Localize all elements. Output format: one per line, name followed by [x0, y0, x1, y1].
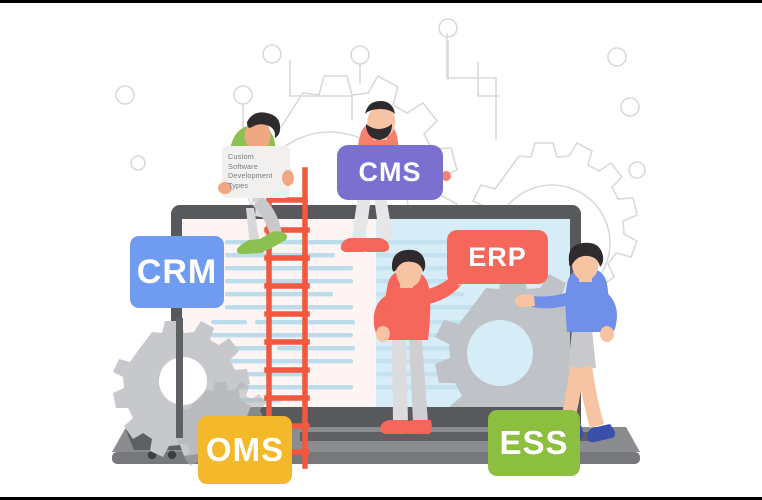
- tag-erp[interactable]: ERP: [447, 230, 548, 284]
- character-green-shirt: [218, 112, 294, 254]
- note-line-3: Development: [228, 171, 273, 180]
- node-link-lines: [242, 33, 500, 145]
- shoe-right: [586, 424, 616, 443]
- note-line-2: Software: [228, 161, 258, 171]
- paper-note: [222, 146, 290, 198]
- note-line-4: Types: [228, 180, 249, 190]
- tag-crm[interactable]: CRM: [130, 236, 224, 308]
- shoe-left: [380, 420, 410, 434]
- shoe-right: [362, 238, 390, 252]
- hand-right: [600, 326, 614, 342]
- tag-cms[interactable]: CMS: [337, 145, 443, 200]
- shoe-front: [260, 231, 288, 251]
- tag-ess[interactable]: ESS: [488, 410, 580, 476]
- shoe-back: [236, 239, 266, 254]
- hand-down: [376, 326, 390, 342]
- shoe-right: [403, 420, 433, 434]
- paper-note-text: Custom Software Development Types: [228, 152, 292, 190]
- hand-left: [218, 182, 232, 194]
- frame-bar-bottom: [0, 497, 762, 500]
- base-dot-right: [167, 450, 177, 460]
- node-circles: [115, 18, 646, 179]
- accent-dot: [441, 171, 451, 181]
- stand-pole: [176, 318, 183, 438]
- note-line-1: Custom: [228, 152, 254, 161]
- character-red-sweater: [373, 249, 474, 434]
- base-dot-left: [147, 450, 157, 460]
- frame-bar-top: [0, 0, 762, 3]
- shoe-left: [340, 238, 368, 252]
- hand-right: [282, 170, 294, 186]
- screen-gear: [435, 274, 570, 415]
- hand-left: [514, 294, 535, 308]
- tag-oms[interactable]: OMS: [198, 416, 292, 484]
